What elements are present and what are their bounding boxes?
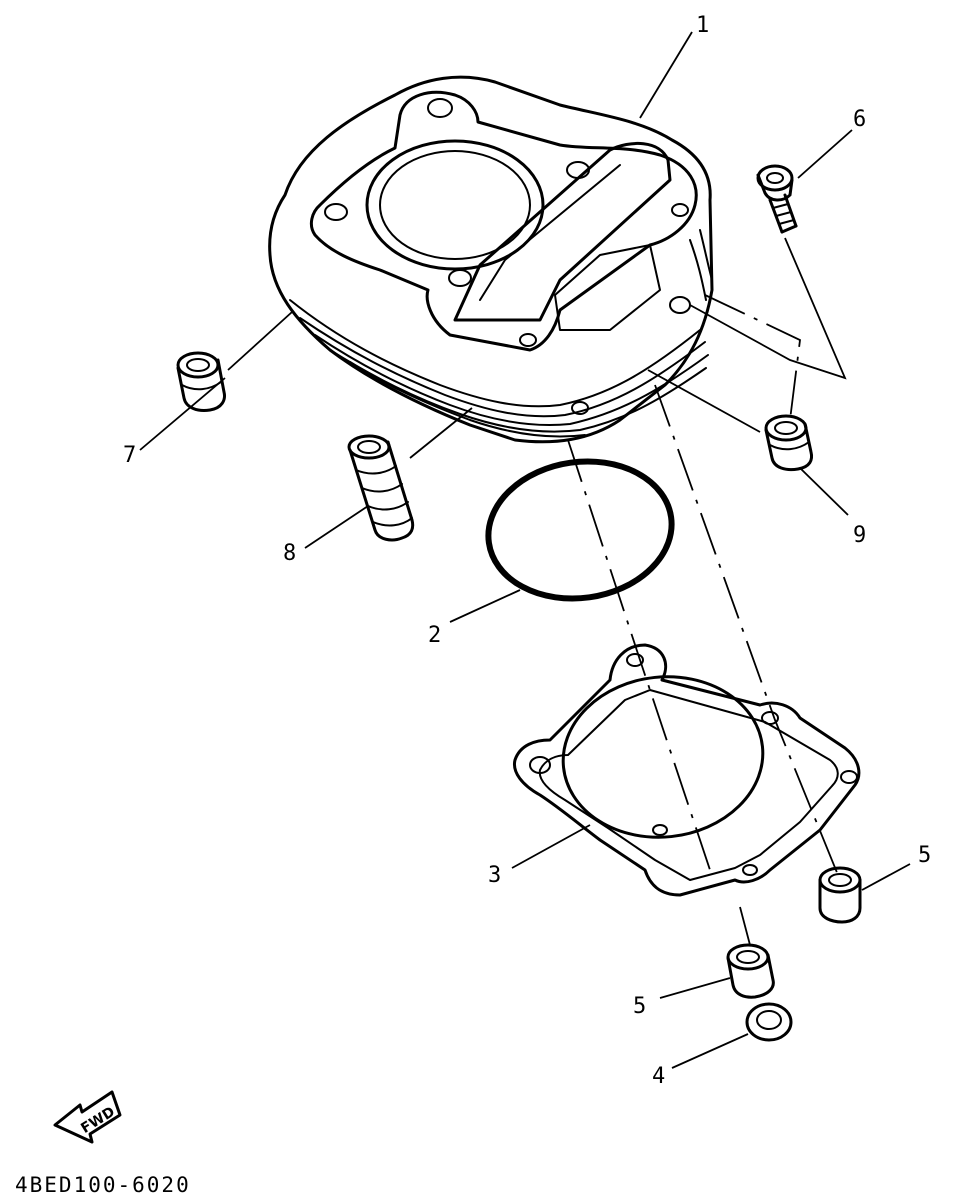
fwd-arrow-icon: FWD: [53, 1090, 122, 1144]
gasket-part-3[interactable]: [512, 643, 861, 897]
callout-3: 3: [488, 863, 501, 888]
callout-8: 8: [283, 541, 296, 566]
assembly-center-lines: [567, 294, 841, 946]
sleeve-part-8[interactable]: [347, 434, 415, 542]
callout-6: 6: [853, 107, 866, 132]
dowel-pin-part-5-lower[interactable]: [726, 943, 775, 999]
callout-4: 4: [652, 1064, 665, 1089]
callout-labels: 1 2 3 4 5 5 6 7 8 9: [123, 13, 931, 1089]
callout-5-upper: 5: [918, 843, 931, 868]
dowel-part-7[interactable]: [176, 351, 226, 412]
callout-5-lower: 5: [633, 994, 646, 1019]
leader-lines: [139, 31, 911, 1069]
o-ring-part-2[interactable]: [479, 450, 680, 610]
bolt-part-6[interactable]: [756, 164, 798, 234]
dowel-pin-part-5-upper[interactable]: [818, 866, 862, 924]
cylinder-part-1[interactable]: [268, 75, 714, 444]
callout-1: 1: [696, 13, 709, 38]
callout-7: 7: [123, 443, 136, 468]
drawing-code: 4BED100-6020: [15, 1173, 191, 1194]
dowel-part-9[interactable]: [764, 414, 814, 472]
callout-9: 9: [853, 523, 866, 548]
washer-part-4[interactable]: [745, 1002, 793, 1042]
callout-2: 2: [428, 623, 441, 648]
